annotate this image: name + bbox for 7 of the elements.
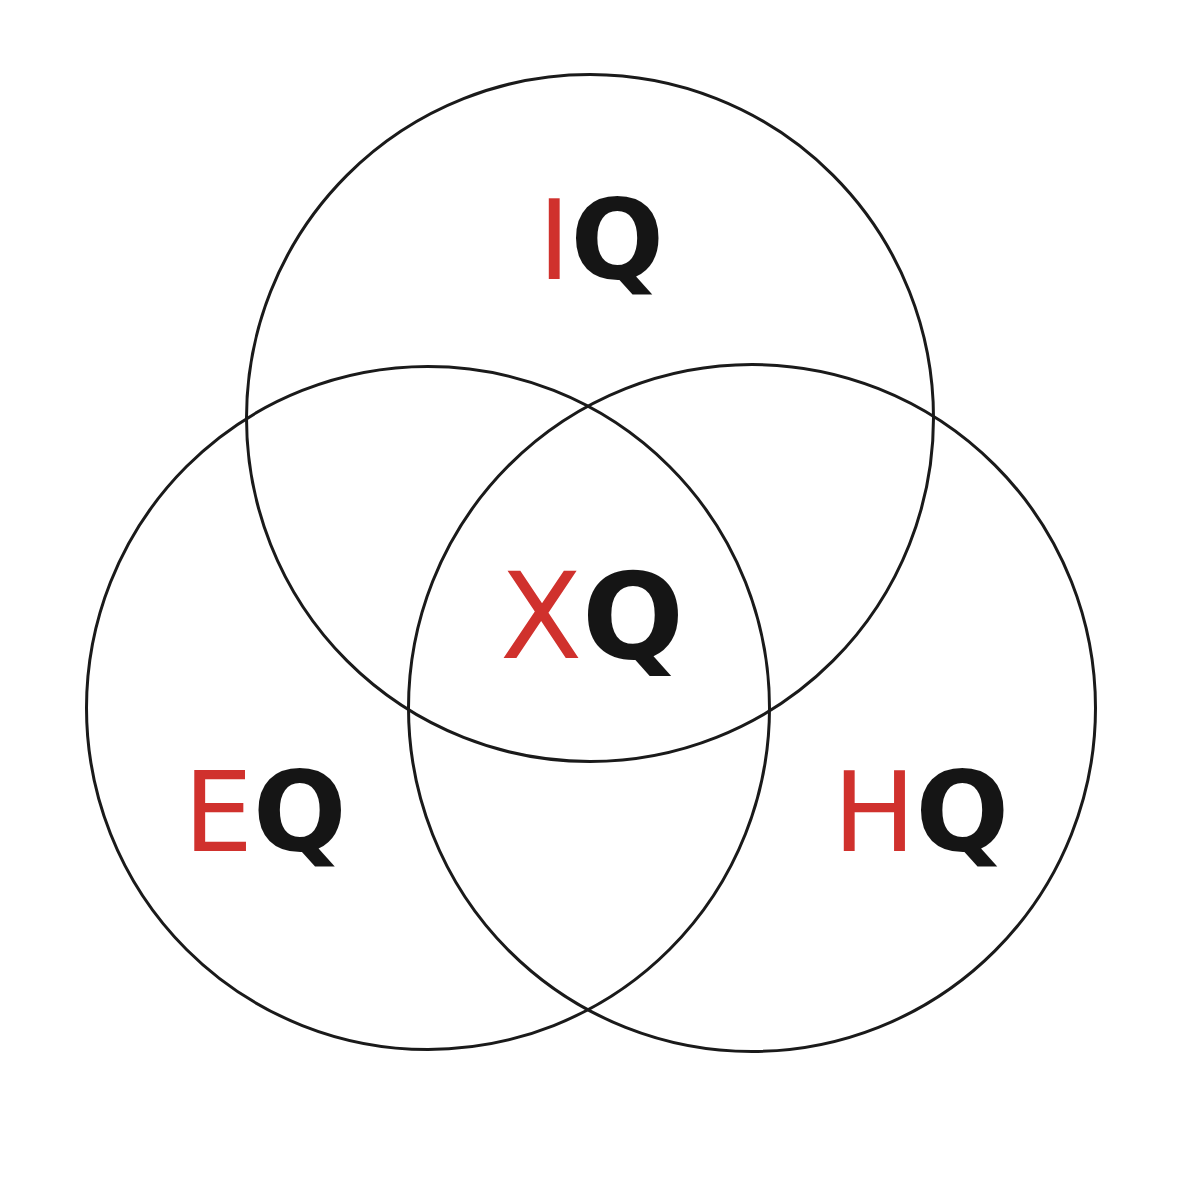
circle-label: HQ [832,758,1010,868]
venn-circle [85,365,771,1051]
venn-circle [407,363,1097,1053]
venn-circle [245,73,935,763]
intersection-label: XQ [499,557,685,677]
circle-label: EQ [183,758,347,868]
circle-label: IQ [538,186,664,296]
